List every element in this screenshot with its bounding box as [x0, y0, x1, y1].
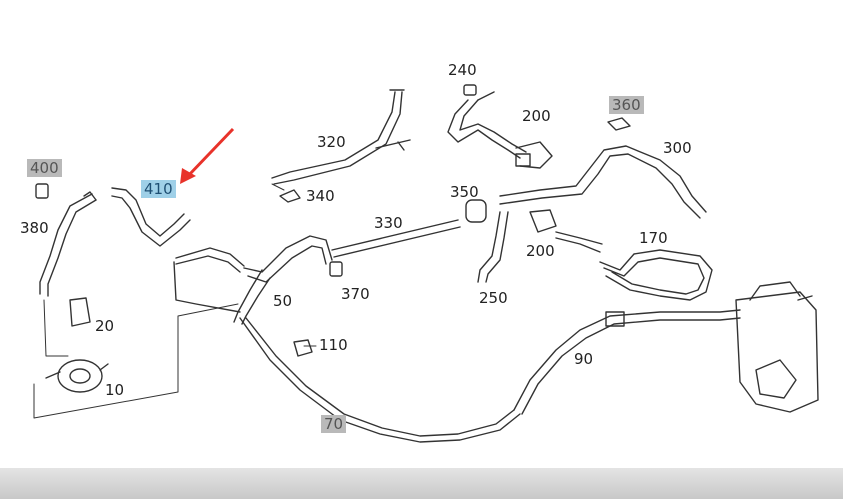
- callout-320: 320: [317, 133, 346, 151]
- part-240-fitting: [463, 84, 477, 96]
- part-expansion-tank: [735, 281, 819, 413]
- part-250-hose: [477, 211, 509, 283]
- callout-370: 370: [341, 285, 370, 303]
- callout-360: 360: [609, 96, 644, 114]
- part-350-cap: [465, 199, 487, 223]
- part-170-hose: [599, 249, 713, 301]
- callout-340: 340: [306, 187, 335, 205]
- part-370-fitting: [329, 261, 343, 277]
- callout-170: 170: [639, 229, 668, 247]
- callout-110: 110: [319, 336, 348, 354]
- callout-70: 70: [321, 415, 347, 433]
- leader-lines: [33, 183, 317, 419]
- part-20-bracket: [69, 297, 91, 327]
- part-10-pump: [45, 359, 109, 393]
- callout-240: 240: [448, 61, 477, 79]
- callout-410: 410: [141, 180, 176, 198]
- callout-20: 20: [95, 317, 115, 335]
- part-360-clamp: [607, 117, 631, 131]
- part-300-hose: [499, 145, 707, 219]
- callout-10: 10: [105, 381, 125, 399]
- callout-90: 90: [574, 350, 594, 368]
- callout-350: 350: [450, 183, 479, 201]
- part-380-hose: [39, 191, 97, 297]
- part-400-bolt: [35, 183, 49, 199]
- part-320-pipe: [271, 89, 411, 185]
- callout-50: 50: [273, 292, 293, 310]
- callout-330: 330: [374, 214, 403, 232]
- part-340-clip: [279, 189, 301, 203]
- highlight-arrow: [180, 127, 235, 184]
- part-200-upper-hose: [447, 91, 553, 169]
- callout-200-upper: 200: [522, 107, 551, 125]
- part-90-hose: [513, 309, 741, 415]
- callout-200-lower: 200: [526, 242, 555, 260]
- part-330-pipe: [331, 219, 461, 258]
- callout-300: 300: [663, 139, 692, 157]
- part-50-hose: [175, 235, 333, 325]
- callout-400: 400: [27, 159, 62, 177]
- part-110-clip: [293, 339, 313, 357]
- callout-380: 380: [20, 219, 49, 237]
- bottom-bar: [0, 468, 843, 499]
- part-200-lower-fitting: [529, 209, 603, 253]
- callout-250: 250: [479, 289, 508, 307]
- part-410-hose: [111, 187, 191, 247]
